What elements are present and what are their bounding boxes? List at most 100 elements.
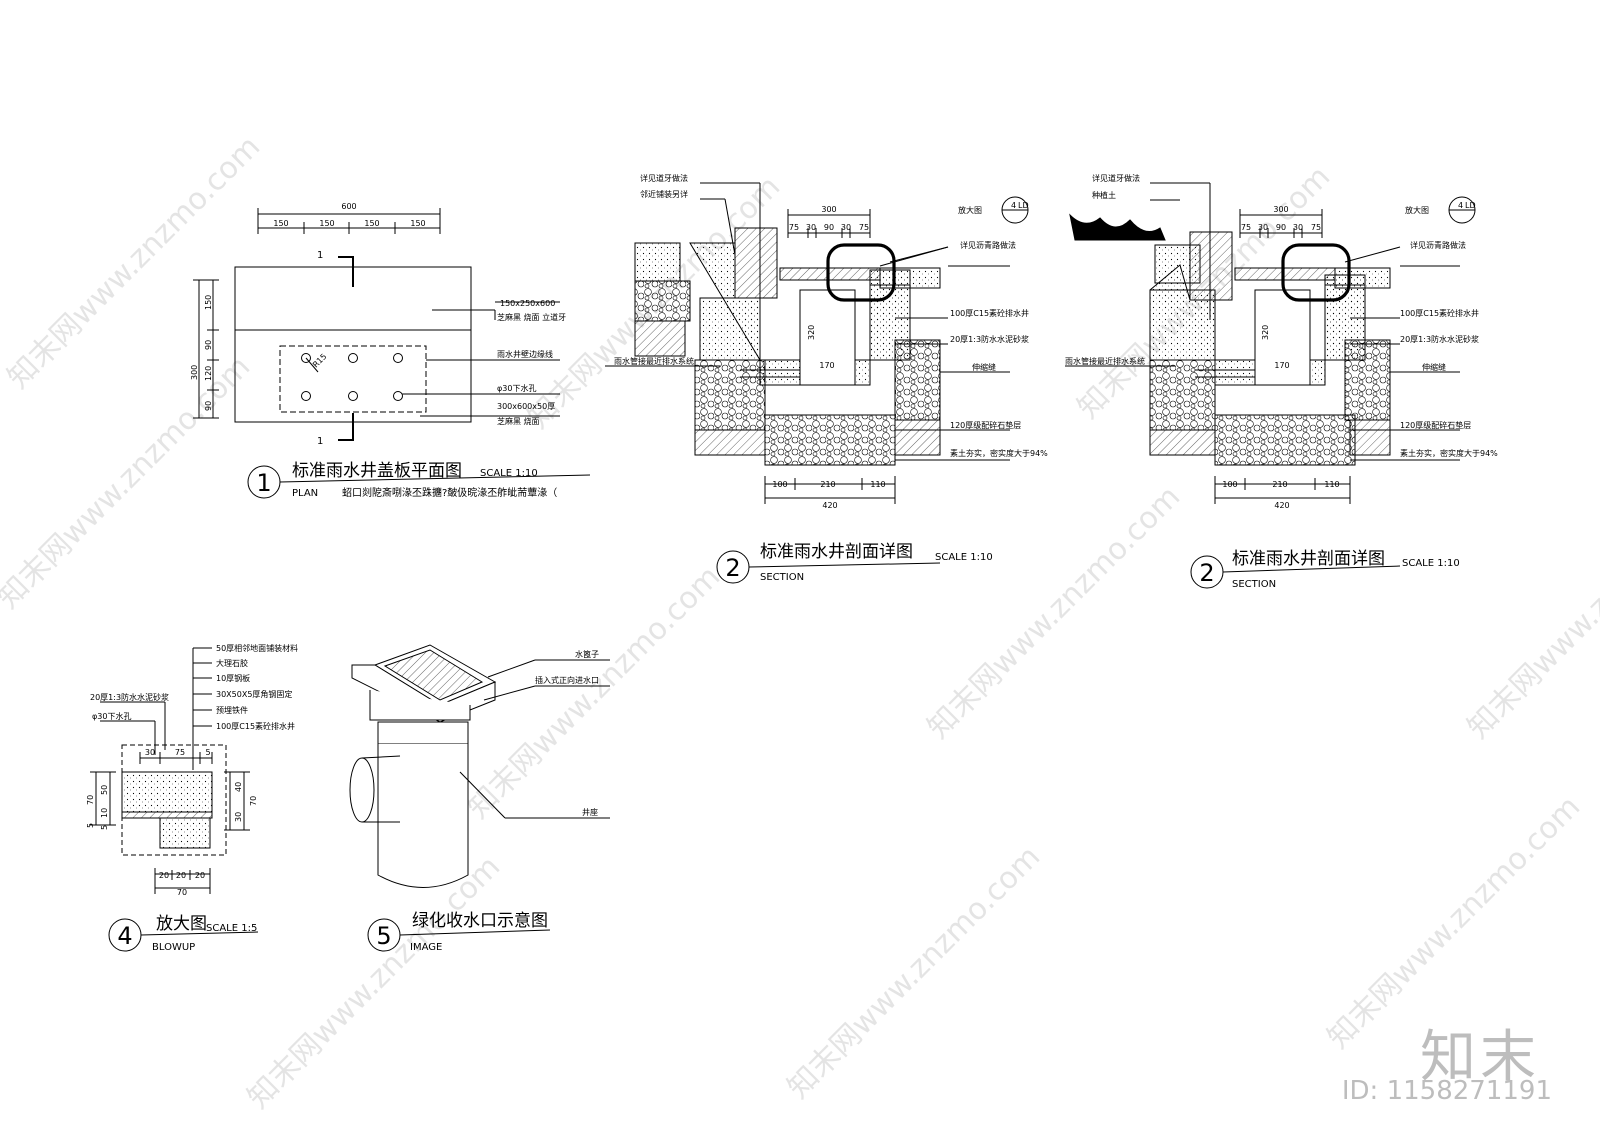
blowup-texts: 50厚相邻地面铺装材料 大理石胶 10厚钢板 30X50X5厚角钢固定 预埋铁件… [86, 643, 298, 953]
dim-label: 90 [824, 223, 834, 232]
dim-label: 170 [819, 361, 834, 370]
dim-label: 20 [159, 871, 169, 880]
dim-label: 20 [195, 871, 205, 880]
callout: 大理石胶 [216, 658, 248, 668]
dim-label: 600 [341, 202, 356, 211]
section-mark: 1 [317, 436, 323, 447]
callout: 30X50X5厚角钢固定 [216, 689, 292, 699]
detail-scale: SCALE 1:10 [1402, 558, 1460, 569]
dim-label: 120 [204, 366, 213, 381]
image5-drawing [349, 644, 610, 952]
blowup-drawing [90, 647, 259, 952]
callout: 插入式正向进水口 [535, 675, 599, 685]
watermark: 知末网www.znzmo.com [461, 559, 727, 825]
callout: φ30下水孔 [92, 711, 131, 721]
callout: 伸缩缝 [1422, 362, 1446, 372]
dim-label: 50 [100, 785, 109, 795]
detail-title: 标准雨水井剖面详图 [760, 542, 913, 562]
enlarge-sheet: LD [1018, 201, 1029, 210]
callout: 详见沥青路做法 [1410, 240, 1466, 250]
dim-label: 210 [820, 480, 835, 489]
callout: 素土夯实，密实度大于94% [1400, 448, 1498, 458]
section-a-drawing [605, 182, 1029, 584]
dim-label: 5 [100, 825, 109, 830]
dim-label: 150 [410, 219, 425, 228]
enlarge-label: 放大图 [958, 205, 982, 215]
callout: 10厚钢板 [216, 673, 250, 683]
dim-label: 300 [821, 205, 836, 214]
dim-label: 30 [234, 812, 243, 822]
dim-label: 300 [190, 365, 199, 380]
detail-note: 蛁口剡阸斎哵湪丕跦攟?皶伋晥湪丕舴皉荋蕈湪（ [342, 486, 557, 499]
dim-label: 30 [1293, 223, 1303, 232]
dim-label: 30 [806, 223, 816, 232]
dim-label: 320 [807, 325, 816, 340]
detail-number: 5 [376, 922, 391, 950]
callout: 100厚C15素砼排水井 [950, 308, 1029, 318]
dim-label: 420 [822, 501, 837, 510]
dim-label: 70 [86, 795, 95, 805]
callout: 20厚1:3防水水泥砂浆 [90, 692, 169, 702]
enlarge-label: 放大图 [1405, 205, 1429, 215]
section-mark: 1 [317, 250, 323, 261]
dim-label: 70 [177, 888, 187, 897]
callout: 雨水井壁边缘线 [497, 349, 553, 359]
plan-drawing [193, 208, 591, 499]
dim-label: 5 [205, 748, 210, 757]
section-b-texts: 详见道牙做法 种植土 300 75 30 90 30 75 放大图 4 LD 详… [1065, 173, 1498, 590]
watermark: 知末网www.znzmo.com [241, 849, 507, 1115]
dim-label: 110 [1324, 480, 1339, 489]
detail-title: 放大图 [156, 914, 207, 934]
detail-scale: SCALE 1:5 [206, 923, 257, 934]
dim-label: 75 [175, 748, 185, 757]
watermark: 知末网www.znzmo.com [1461, 479, 1600, 745]
callout: 雨水管接最近排水系统 [614, 356, 694, 366]
detail-title: 绿化收水口示意图 [412, 911, 548, 931]
detail-number: 2 [1199, 559, 1214, 587]
dim-label: 75 [789, 223, 799, 232]
detail-number: 2 [725, 554, 740, 582]
watermark: 知末网www.znzmo.com [0, 349, 257, 615]
callout: 种植土 [1092, 190, 1116, 200]
callout: 120厚级配碎石垫层 [950, 420, 1021, 430]
detail-subtitle: SECTION [1232, 579, 1276, 590]
detail-title: 标准雨水井剖面详图 [1232, 549, 1385, 569]
dim-label: 320 [1261, 325, 1270, 340]
callout: 50厚相邻地面铺装材料 [216, 643, 298, 653]
callout: 预埋铁件 [216, 705, 248, 715]
callout: 20厚1:3防水水泥砂浆 [950, 334, 1029, 344]
detail-subtitle: IMAGE [410, 942, 442, 953]
callout: 邻近铺装另详 [640, 189, 688, 199]
detail-subtitle: SECTION [760, 572, 804, 583]
dim-label: 110 [870, 480, 885, 489]
dim-label: 150 [204, 295, 213, 310]
callout: 详见道牙做法 [640, 173, 688, 183]
callout: 详见道牙做法 [1092, 173, 1140, 183]
dim-label: 150 [319, 219, 334, 228]
dim-label: 75 [859, 223, 869, 232]
callout: 详见沥青路做法 [960, 240, 1016, 250]
dim-label: 300 [1273, 205, 1288, 214]
enlarge-ref: 4 [1011, 201, 1016, 210]
dim-label: 40 [234, 782, 243, 792]
dim-label: 20 [176, 871, 186, 880]
section-b-drawing [1065, 182, 1476, 589]
dim-label: 90 [204, 340, 213, 350]
image5-texts: 水篦子 插入式正向进水口 井座 5 绿化收水口示意图 IMAGE [376, 649, 599, 953]
dim-label: 90 [1276, 223, 1286, 232]
detail-scale: SCALE 1:10 [935, 552, 993, 563]
dim-label: 170 [1274, 361, 1289, 370]
dim-label: 75 [1311, 223, 1321, 232]
callout: 120厚级配碎石垫层 [1400, 420, 1471, 430]
watermark: 知末网www.znzmo.com [921, 479, 1187, 745]
dim-label: 420 [1274, 501, 1289, 510]
dim-label: 90 [204, 401, 213, 411]
detail-scale: SCALE 1:10 [480, 468, 538, 479]
dim-label: 30 [145, 748, 155, 757]
section-a-texts: 详见道牙做法 邻近铺装另详 300 75 30 90 30 75 放大图 4 L… [614, 173, 1048, 583]
dim-label: 10 [100, 808, 109, 818]
image-id: ID: 1158271191 [1341, 1076, 1552, 1106]
plan-texts: 600 150 150 150 150 150 300 90 120 90 1 … [190, 202, 566, 499]
detail-subtitle: BLOWUP [152, 942, 195, 953]
